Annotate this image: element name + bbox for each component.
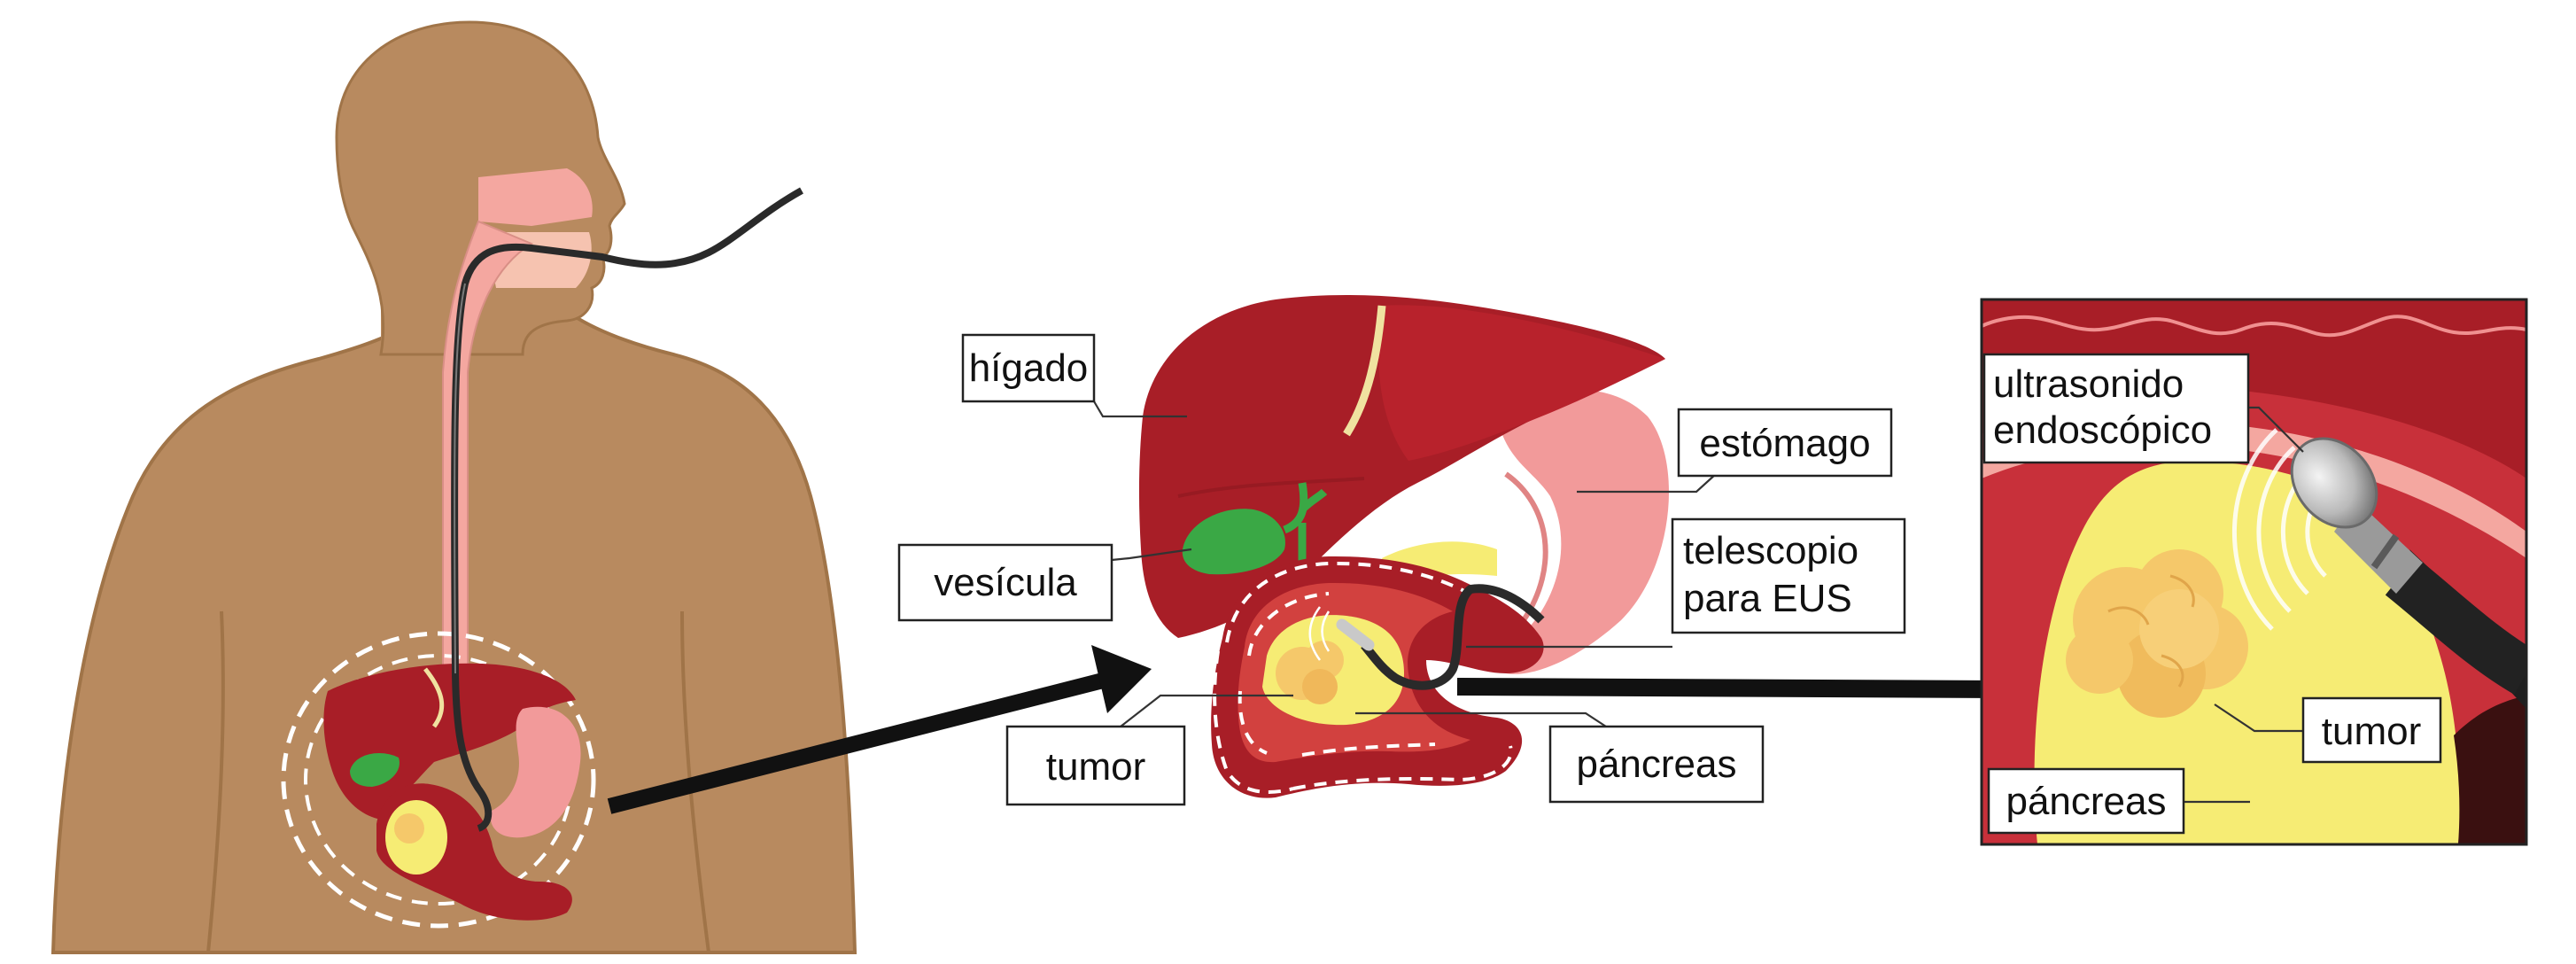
label-vesicula: vesícula <box>897 543 1113 622</box>
label-pancreas-mid: páncreas <box>1548 725 1765 804</box>
mini-tumor <box>394 813 424 844</box>
liver-right-lobe <box>1378 305 1665 461</box>
label-higado-text: hígado <box>969 346 1089 390</box>
duodenum-dash-bottom <box>1292 745 1513 790</box>
label-ultrasonido-line1: ultrasonido <box>1993 362 2184 406</box>
organ-ultrasound-waves <box>1308 606 1331 661</box>
arm-line-right <box>680 610 710 953</box>
gallbladder-shape <box>1182 509 1285 575</box>
duodenum-dash-outer <box>1225 561 1467 643</box>
liver-ligament <box>1343 305 1386 437</box>
stomach-fold <box>1504 471 1548 622</box>
label-telescopio: telescopio para EUS <box>1671 517 1906 634</box>
label-telescopio-line2: para EUS <box>1683 577 1852 620</box>
endoscope-tube-highlight <box>454 283 466 674</box>
label-pancreas-right: páncreas <box>1987 767 2185 835</box>
organs-diagram <box>1138 295 1669 798</box>
label-estomago-text: estómago <box>1699 422 1870 465</box>
inset-frame <box>1980 298 2528 846</box>
label-pancreas-mid-text: páncreas <box>1576 742 1736 786</box>
mini-liver-lobe <box>423 667 445 728</box>
label-tumor-mid: tumor <box>1005 725 1186 806</box>
mini-gallbladder <box>350 753 400 787</box>
label-pancreas-right-text: páncreas <box>2006 780 2166 823</box>
label-telescopio-line1: telescopio <box>1683 529 1858 572</box>
inset-endoscope-ring <box>2370 533 2400 570</box>
mini-stomach <box>490 706 581 838</box>
inset-endoscope-tube <box>2385 556 2526 695</box>
stomach-shape <box>1497 390 1669 674</box>
arm-line-left <box>206 610 225 953</box>
organ-endoscope-tip <box>1336 618 1375 651</box>
label-ultrasonido: ultrasonido endoscópico <box>1982 353 2250 464</box>
label-tumor-right-text: tumor <box>2322 710 2421 753</box>
liver-shadow <box>1177 477 1365 498</box>
label-tumor-right: tumor <box>2301 696 2442 764</box>
inset-dark-region <box>2454 696 2526 844</box>
focus-circle-outer <box>281 631 596 929</box>
organ-endoscope <box>1361 584 1545 690</box>
inset-tumor <box>2066 549 2248 718</box>
label-vesicula-text: vesícula <box>934 561 1077 604</box>
nasal-cavity <box>478 168 593 226</box>
duodenum-dash-inner <box>1238 592 1436 757</box>
arrow-right-icon <box>607 645 1152 814</box>
inset-wavy-line <box>1982 315 2526 338</box>
label-tumor-mid-text: tumor <box>1046 745 1145 789</box>
label-ultrasonido-line2: endoscópico <box>1993 408 2212 452</box>
label-estomago: estómago <box>1677 408 1893 478</box>
human-figure <box>50 20 857 954</box>
inset-endoscope-head <box>2290 437 2378 529</box>
label-higado: hígado <box>961 333 1096 403</box>
